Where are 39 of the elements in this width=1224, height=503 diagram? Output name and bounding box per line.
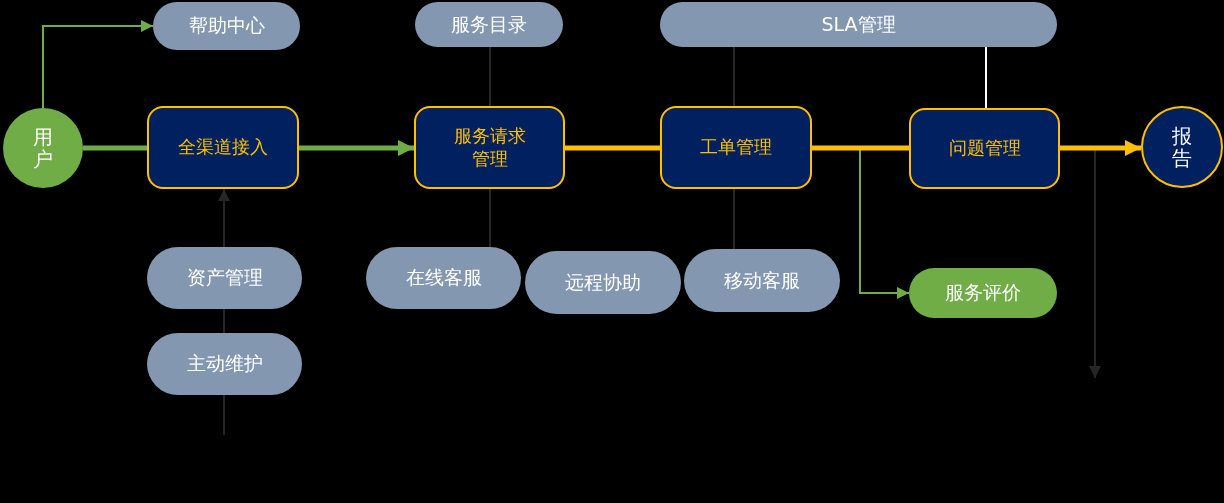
connector-line — [83, 145, 147, 151]
connector-line — [565, 145, 660, 151]
connector-line — [223, 394, 225, 436]
module-pill — [153, 2, 300, 50]
node-label: SLA管理 — [821, 12, 896, 37]
process-box — [909, 108, 1060, 189]
node-label: 资产管理 — [186, 266, 263, 290]
module-pill — [415, 2, 563, 47]
module-pill — [909, 268, 1057, 318]
node-label: 服务请求管理 — [452, 125, 527, 170]
node-label: 全渠道接入 — [178, 136, 268, 159]
node-label: 服务评价 — [945, 281, 1021, 305]
arrow — [218, 188, 230, 248]
arrow — [299, 140, 414, 156]
connector-line — [985, 46, 987, 109]
connector-line — [489, 188, 491, 248]
connector-line — [223, 308, 225, 334]
connector-line — [1060, 145, 1095, 151]
node-label: 在线客服 — [405, 266, 482, 290]
node-label: 服务目录 — [451, 12, 527, 37]
node-label: 移动客服 — [724, 268, 800, 293]
connector-line — [812, 145, 860, 151]
process-box — [414, 106, 565, 189]
arrow — [42, 20, 154, 109]
node-label: 主动维护 — [186, 352, 263, 376]
connector-line — [860, 145, 909, 151]
node-label: 用户 — [33, 126, 53, 170]
node-label: 工单管理 — [700, 136, 772, 159]
arrow — [1095, 140, 1141, 156]
connector-line — [489, 46, 491, 107]
node-label: 帮助中心 — [188, 14, 265, 38]
node-label: 报告 — [1172, 125, 1192, 169]
module-pill — [660, 2, 1057, 47]
node-label: 问题管理 — [948, 137, 1021, 160]
process-box — [147, 106, 299, 189]
connector-line — [733, 188, 735, 250]
process-box — [660, 106, 812, 189]
node-label: 远程协助 — [565, 270, 641, 295]
connector-line — [733, 46, 735, 107]
